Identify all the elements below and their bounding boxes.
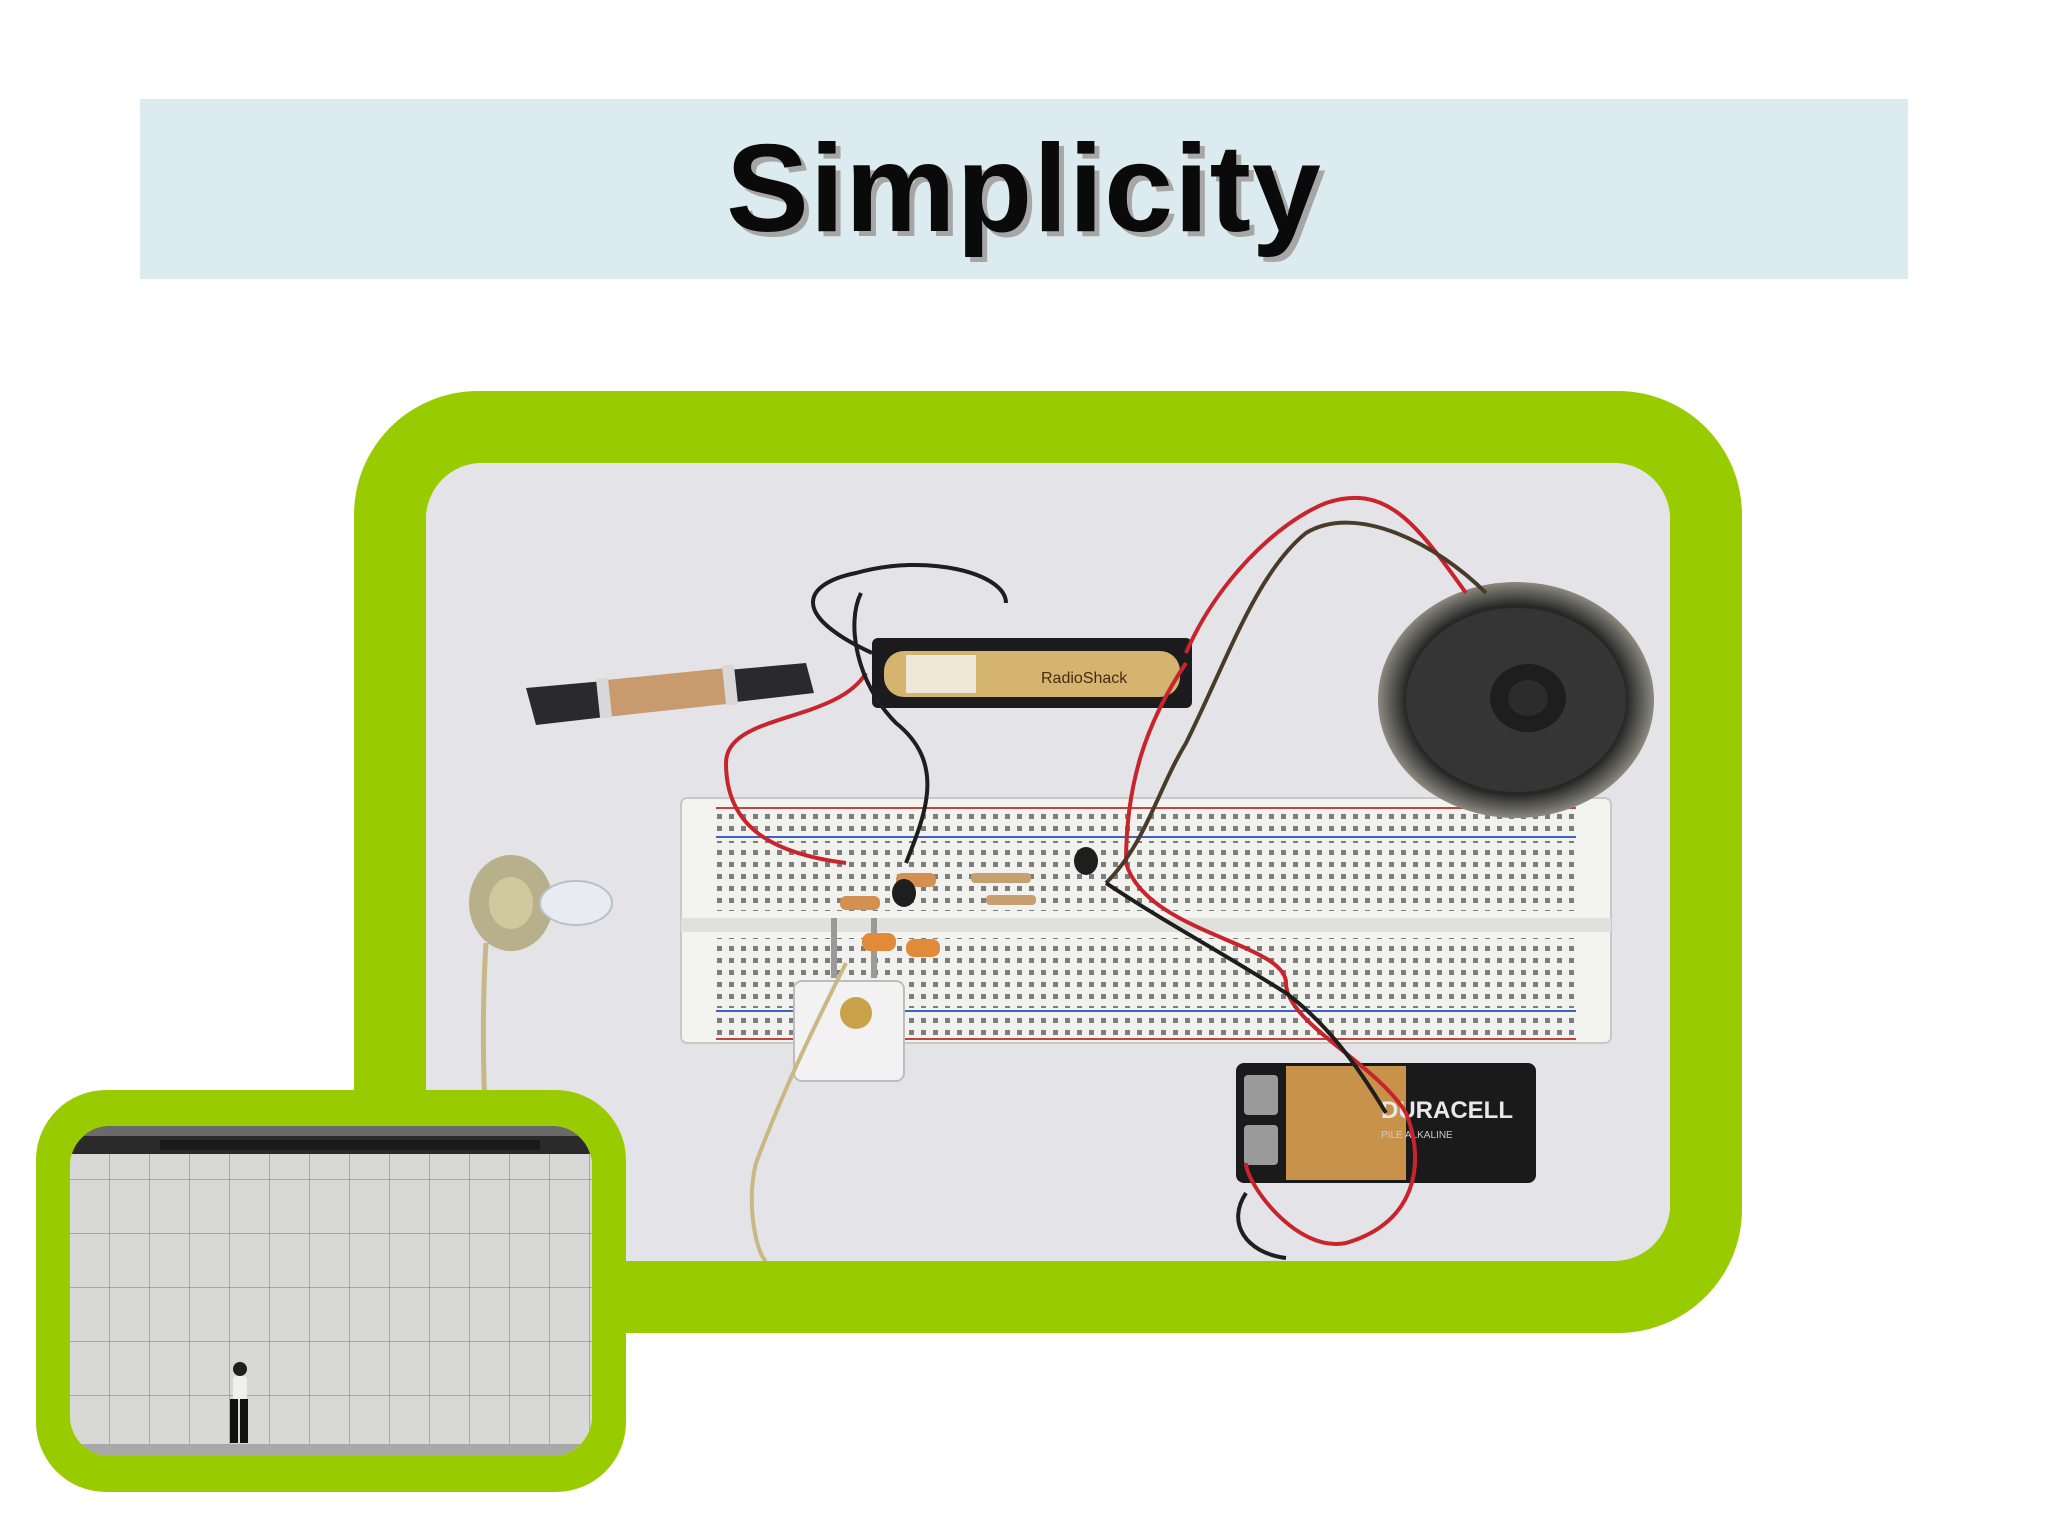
nine-volt-subtext: PILE ALKALINE	[1381, 1130, 1453, 1141]
tiled-wall-illustration	[70, 1126, 592, 1456]
slide-title: Simplicity	[726, 120, 1322, 258]
main-photo-frame: RadioShack	[354, 391, 1742, 1333]
board-components	[840, 847, 1098, 957]
ferrite-antenna	[526, 663, 814, 725]
wires	[723, 495, 1488, 1261]
nine-volt-battery: DURACELL PILE ALKALINE	[1236, 1063, 1536, 1183]
breadboard-circuit-illustration: RadioShack	[426, 463, 1670, 1261]
inset-photo	[70, 1126, 592, 1456]
aa-battery-label: RadioShack	[1041, 670, 1128, 687]
title-band: Simplicity	[140, 99, 1908, 279]
nine-volt-brand: DURACELL	[1381, 1097, 1513, 1124]
breadboard	[680, 797, 1612, 1044]
earphone	[469, 855, 613, 1174]
main-photo: RadioShack	[426, 463, 1670, 1261]
speaker	[1378, 582, 1654, 818]
walking-person	[230, 1362, 248, 1443]
aa-battery-holder: RadioShack	[872, 638, 1192, 708]
inset-photo-frame	[36, 1090, 626, 1492]
